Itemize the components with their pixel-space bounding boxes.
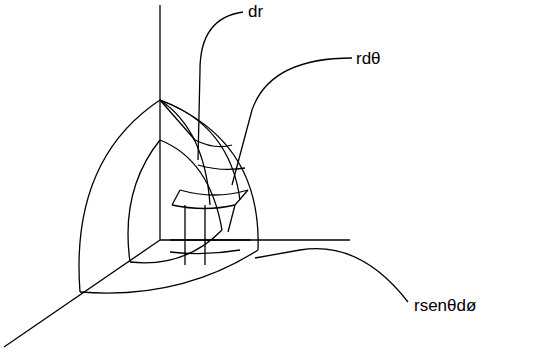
z-axis (159, 5, 160, 240)
meridian (160, 100, 240, 200)
element-edge (184, 205, 185, 265)
y-axis (160, 239, 350, 240)
inner-arc (130, 230, 222, 263)
element-edge (170, 250, 240, 254)
element-edge (172, 205, 235, 209)
callout-label: rdθ (355, 50, 382, 67)
element-edge (204, 205, 205, 265)
element-edge (195, 140, 232, 147)
leader-line (198, 12, 243, 160)
leader-line (232, 58, 352, 185)
meridian (160, 100, 195, 140)
x-axis (4, 240, 160, 347)
element-edge (172, 190, 180, 205)
inner-arc (128, 140, 160, 262)
outer-arc (160, 100, 258, 250)
outer-arc (80, 250, 258, 293)
meridian (160, 100, 210, 205)
callout-label: dr (247, 3, 264, 20)
element-edge (180, 190, 248, 195)
element-edge (235, 190, 248, 205)
element-edge (228, 205, 235, 232)
leader-line (255, 249, 408, 302)
inner-arc (160, 140, 222, 230)
element-edge (170, 239, 250, 240)
callout-label: rsenθdø (413, 297, 477, 314)
element-edge (198, 165, 245, 169)
